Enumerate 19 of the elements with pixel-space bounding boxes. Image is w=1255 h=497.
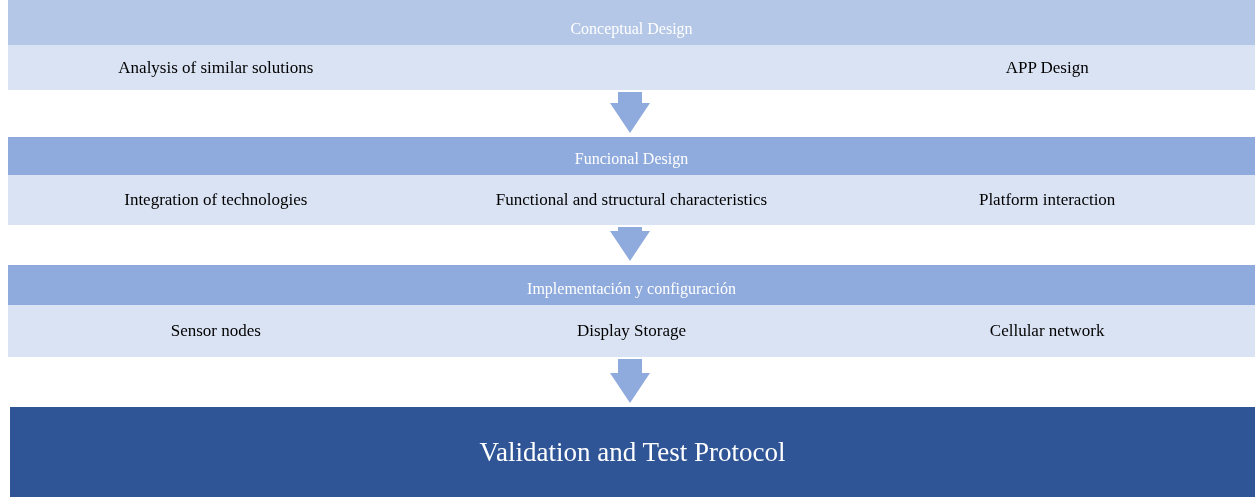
stage-title: Implementación y configuración — [527, 279, 736, 300]
stage-title: Funcional Design — [574, 149, 689, 170]
stage-item: Platform interaction — [977, 189, 1117, 212]
stage-item: Integration of technologies — [123, 189, 309, 212]
block-arrow — [610, 227, 650, 261]
stage-item: Functional and structural characteristics — [494, 189, 769, 212]
stage-band — [8, 265, 1255, 357]
stage-band — [8, 137, 1255, 225]
stage-item: APP Design — [1004, 56, 1090, 79]
stage-item: Display Storage — [575, 320, 688, 343]
stage-item: Sensor nodes — [169, 320, 262, 343]
stage-band — [8, 0, 1255, 90]
stage-item: Analysis of similar solutions — [117, 56, 315, 79]
result-box — [10, 407, 1255, 497]
box-title: Validation and Test Protocol — [479, 435, 786, 469]
stage-item: Cellular network — [988, 320, 1106, 343]
block-arrow — [610, 92, 650, 133]
block-arrow — [610, 359, 650, 403]
stage-title: Conceptual Design — [570, 19, 693, 40]
